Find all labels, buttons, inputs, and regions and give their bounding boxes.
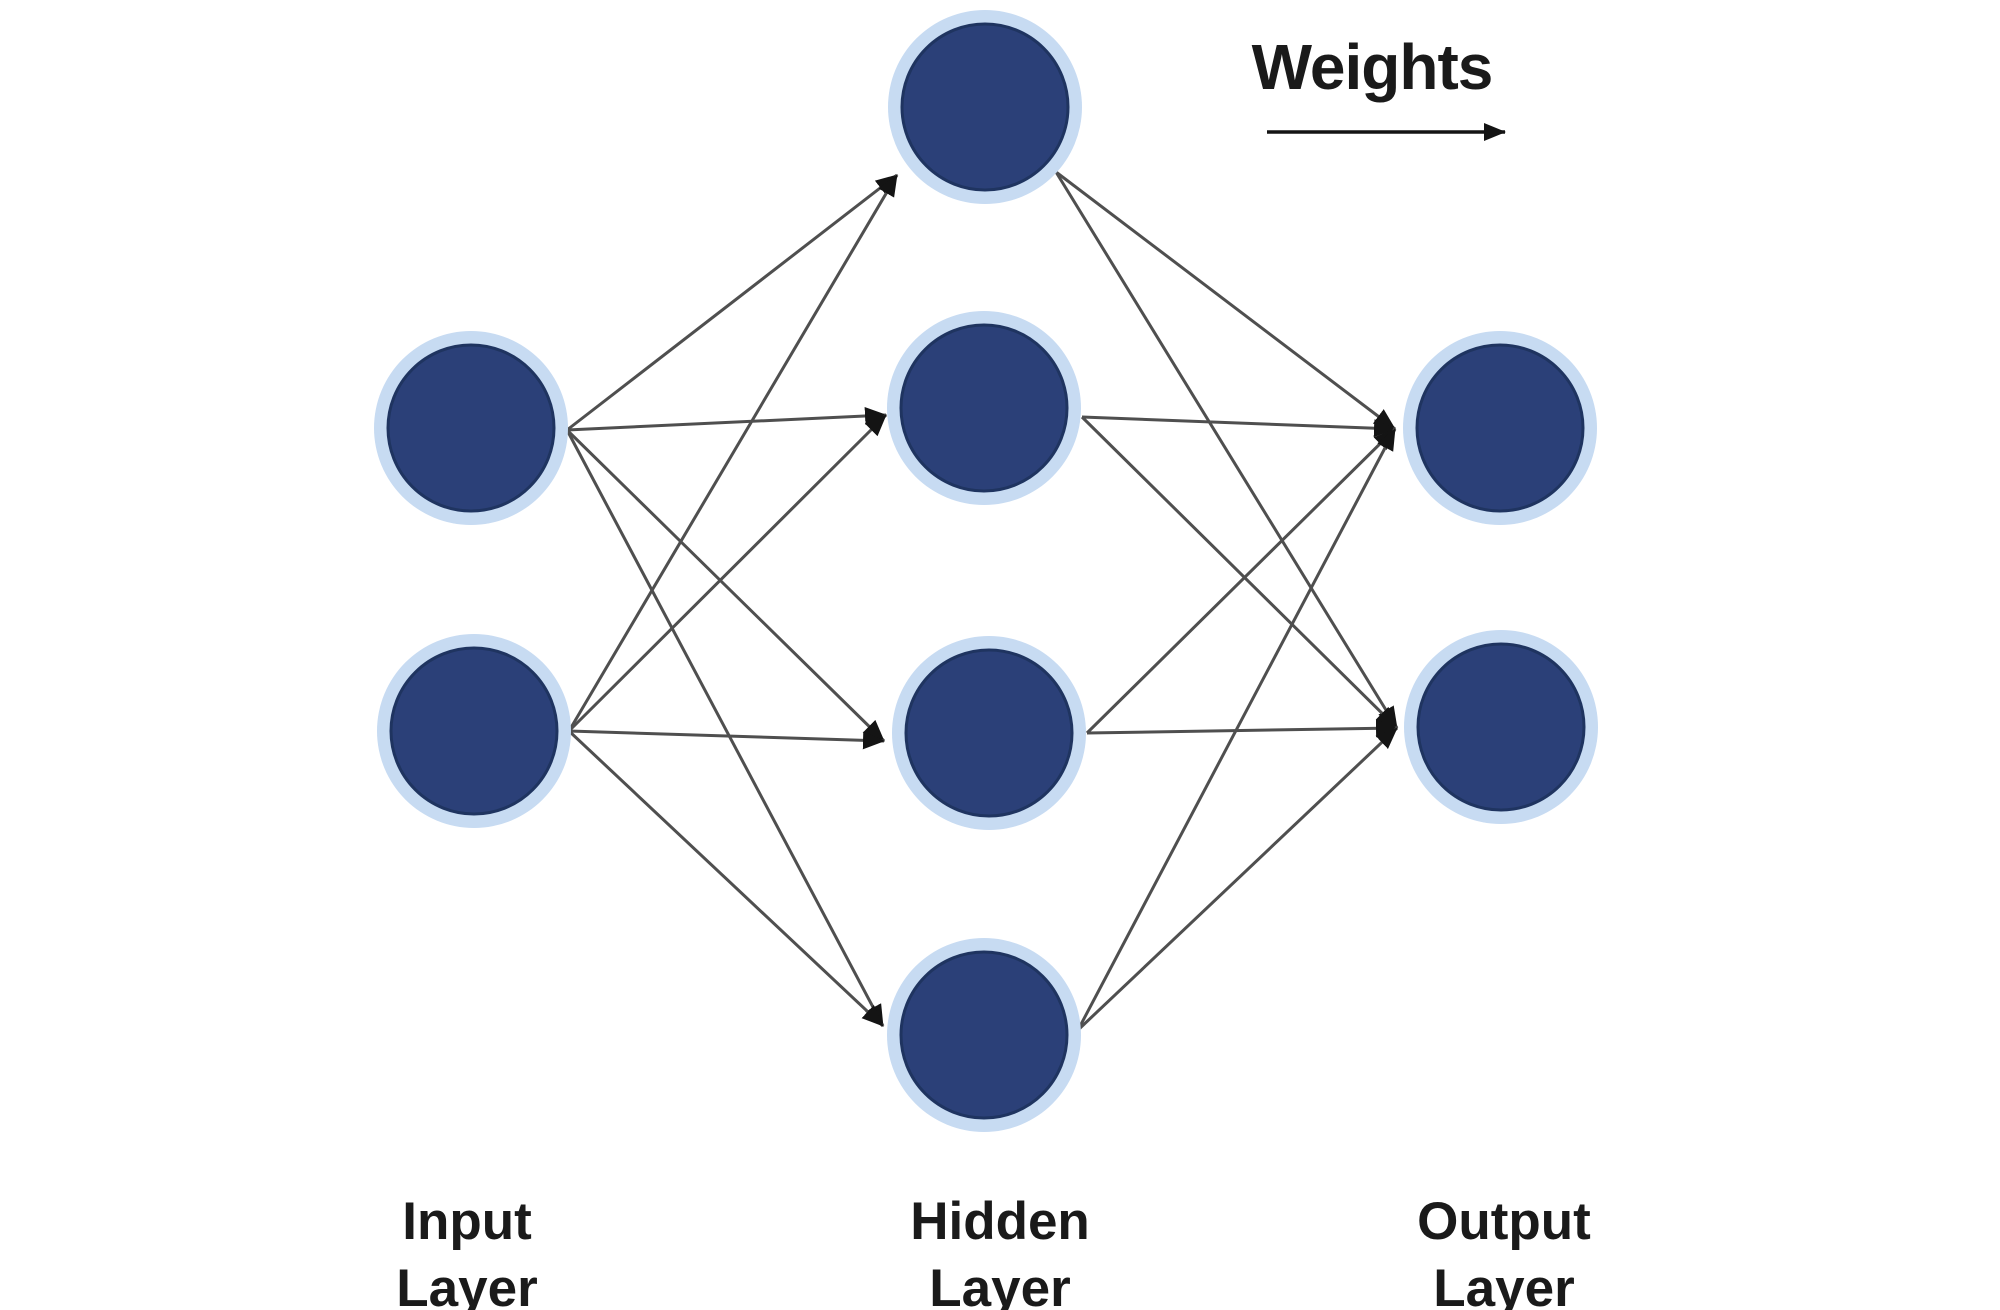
edge-input-2-hidden-1 <box>567 174 899 732</box>
weights-label: Weights <box>1251 31 1494 103</box>
output-node-1 <box>1403 331 1597 525</box>
edge-input-1-hidden-4 <box>565 429 885 1027</box>
edge-hidden-4-output-1 <box>1076 428 1397 1031</box>
output-node-2 <box>1404 630 1598 824</box>
edge-hidden-4-output-2 <box>1076 726 1399 1032</box>
edge-input-2-hidden-3 <box>568 729 885 750</box>
hidden-layer-label: Hidden Layer <box>910 1188 1090 1310</box>
hidden-node-1 <box>888 10 1082 204</box>
edge-hidden-1-output-1 <box>1055 170 1396 431</box>
input-layer-label: Input Layer <box>396 1188 537 1310</box>
edge-hidden-1-output-2 <box>1054 171 1399 729</box>
edge-input-1-hidden-3 <box>565 428 886 743</box>
hidden-node-4 <box>887 938 1081 1132</box>
edge-input-2-hidden-4 <box>567 729 885 1028</box>
output-layer-label-line2: Layer <box>1433 1259 1575 1310</box>
edge-input-1-hidden-1 <box>566 173 898 432</box>
input-layer-label-line1: Input <box>402 1192 532 1251</box>
input-node-1 <box>374 331 568 525</box>
output-layer-label-line1: Output <box>1417 1192 1591 1251</box>
output-layer-label: Output Layer <box>1417 1188 1591 1310</box>
edge-input-1-hidden-2 <box>566 406 887 432</box>
edge-hidden-2-output-2 <box>1080 415 1399 730</box>
hidden-node-2 <box>887 311 1081 505</box>
edge-input-2-hidden-2 <box>567 413 888 733</box>
edge-hidden-2-output-1 <box>1081 415 1396 438</box>
hidden-layer-label-line1: Hidden <box>910 1192 1090 1251</box>
input-node-2 <box>377 634 571 828</box>
hidden-layer-label-line2: Layer <box>929 1259 1071 1310</box>
edge-hidden-3-output-2 <box>1086 719 1398 738</box>
hidden-node-3 <box>892 636 1086 830</box>
input-layer-label-line2: Layer <box>396 1259 538 1310</box>
edge-hidden-3-output-1 <box>1085 427 1397 735</box>
